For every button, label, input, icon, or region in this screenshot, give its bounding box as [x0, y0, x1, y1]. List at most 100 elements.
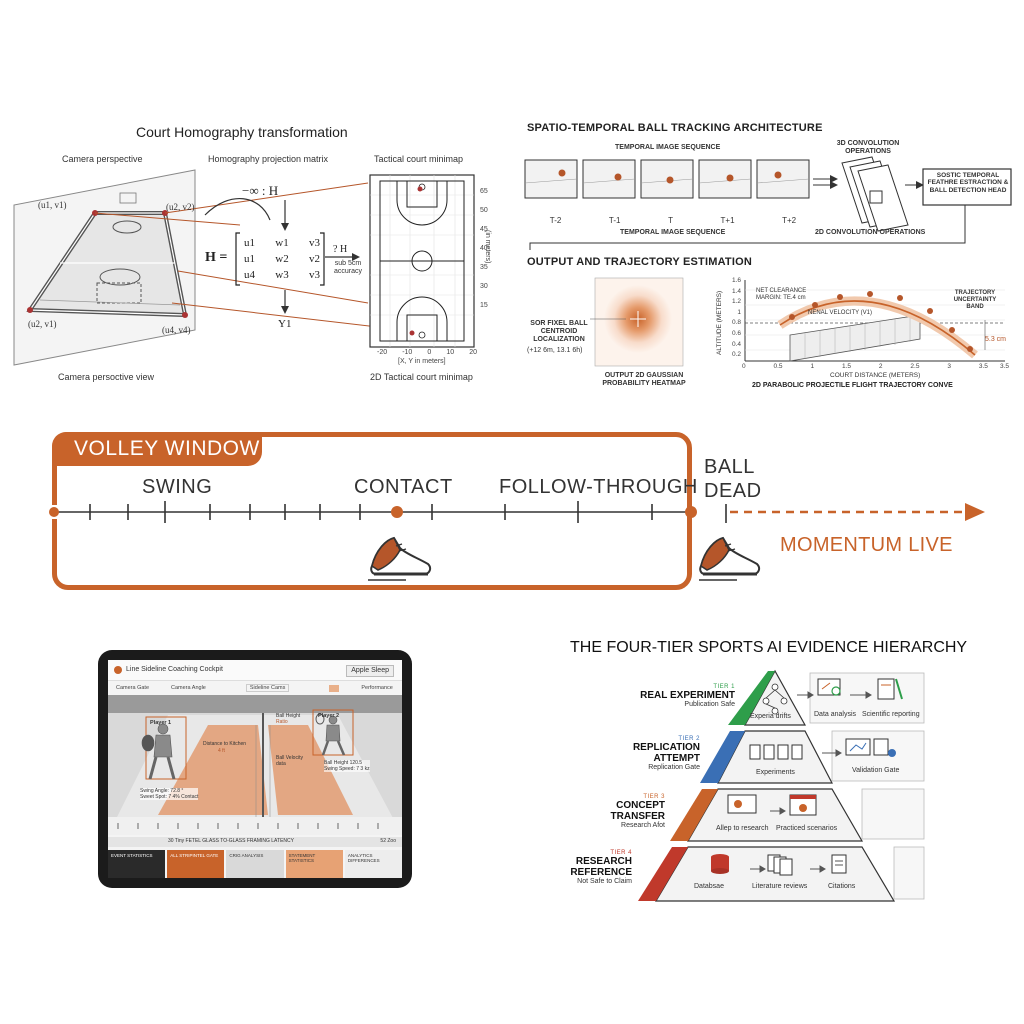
matrix-lhs: H =	[205, 250, 228, 265]
y-label: Y1	[278, 318, 292, 330]
player-2-label: Player 2	[318, 713, 340, 719]
conv-bottom-label: 2D CONVOLUTION OPERATIONS	[815, 229, 926, 236]
player-1-figure	[141, 723, 176, 780]
court-video-view	[108, 695, 402, 835]
shoe-icon	[699, 536, 761, 581]
tracking-diagram	[524, 156, 1012, 250]
zoom-label: 52 Zoo	[380, 838, 396, 844]
tier-1-item: Experia drifts	[750, 713, 791, 720]
conv-top-label: 3D CONVOLUTION OPERATIONS	[836, 140, 900, 156]
network-icon	[762, 683, 788, 715]
tier-1-item: Data analysis	[814, 711, 857, 718]
minimap-y-title: (in meters)	[484, 230, 491, 264]
volley-window-label: VOLLEY WINDOW	[74, 437, 260, 460]
net-clearance-label: NET CLEARANCE MARGIN: TE.4 cm	[756, 288, 807, 301]
tab-camera-angle[interactable]: Camera Angle	[171, 685, 206, 691]
stat-cell[interactable]: EVENT STATISTICS	[108, 850, 166, 878]
homography-diagram	[13, 169, 475, 366]
camera-label: Camera perspective	[62, 154, 143, 164]
uncertainty-label: TRAJECTORY UNCERTAINTY BAND	[953, 290, 997, 310]
phase-swing: SWING	[142, 476, 213, 498]
contact-dot	[391, 506, 403, 518]
scale-label: ? H	[333, 244, 348, 255]
camera-view-caption: Camera persoctive view	[58, 372, 155, 382]
scenario-icon	[789, 794, 817, 816]
app-title: Line Sideline Coaching Cockpit	[126, 666, 223, 673]
corner-point	[182, 312, 188, 318]
subpixel-sub: (+12 6m, 13.1 6h)	[527, 347, 583, 354]
chart-x-title: COURT DISTANCE (METERS)	[830, 372, 921, 379]
p1-stats: Swing Angle: 72.8 °Sweet Spot: 7 4% Cont…	[140, 788, 199, 800]
phase-contact: CONTACT	[354, 476, 453, 498]
tier-1-label: TIER 1 REAL EXPERIMENT Publication Safe	[640, 684, 735, 708]
evidence-pyramid	[638, 669, 925, 902]
window-end-dot	[685, 506, 697, 518]
latency-label: 30 Tiny FETEL GLASS TO-GLASS FRAMING LAT…	[168, 838, 294, 844]
tier-4-item: Databsae	[694, 883, 724, 890]
player-1-label: Player 1	[150, 720, 172, 726]
stat-cell[interactable]: CRIG ANALYSIS	[226, 850, 284, 878]
stat-cell[interactable]: STATEMENT STATISTICS	[285, 850, 343, 878]
validation-icon	[845, 738, 896, 757]
center-stat: Distance to Kitchen	[203, 741, 247, 747]
player-2-figure	[315, 713, 346, 756]
output-title: OUTPUT AND TRAJECTORY ESTIMATION	[527, 256, 752, 268]
shoe-icon	[368, 536, 432, 581]
center-stat-value: 4 ft	[218, 748, 225, 754]
tab-sideline-cams[interactable]: Sideline Cams	[245, 684, 290, 692]
tier-3-block	[686, 788, 864, 842]
citation-icon	[831, 854, 847, 874]
chart-y-title: ALTITUDE (METERS)	[716, 290, 723, 355]
tab-bar: Camera Gate Camera Angle Sideline Cams P…	[108, 681, 402, 695]
documents-icon	[749, 744, 803, 760]
tier-1-item: Scientific reporting	[862, 711, 920, 718]
literature-icon	[767, 854, 793, 876]
tier-3-label: TIER 3 CONCEPT TRANSFER Research Afot	[610, 794, 665, 829]
chart-caption: 2D PARABOLIC PROJECTILE FLIGHT TRAJECTOR…	[752, 382, 953, 389]
corner-br-label: (u4, v4)	[162, 325, 191, 335]
tier-3-item: Allep to research	[716, 825, 769, 832]
hierarchy-title: THE FOUR-TIER SPORTS AI EVIDENCE HIERARC…	[570, 639, 968, 656]
stat-cell[interactable]: ALL STRIPINTEL GATE	[167, 850, 225, 878]
seq-bottom-label: TEMPORAL IMAGE SEQUENCE	[620, 229, 726, 236]
research-icon	[727, 794, 757, 814]
corner-bl-label: (u2, v1)	[28, 319, 57, 329]
tier-4-label: TIER 4 RESEARCH REFERENCE Not Safe to Cl…	[570, 850, 632, 885]
chart-x-tick-right: 3.5	[1000, 363, 1010, 370]
report-icon	[877, 678, 903, 700]
timeline-start-dot	[49, 507, 59, 517]
corner-tr-label: (u2, v2)	[166, 202, 195, 212]
record-toggle[interactable]	[329, 684, 340, 692]
tab-camera-gate[interactable]: Camera Gate	[116, 685, 150, 691]
subpixel-label: SOR FIXEL BALL CENTROID LOCALIZATION	[530, 320, 588, 344]
tab-performance[interactable]: Performance	[361, 685, 393, 691]
stat-cell[interactable]: ANALYTICS DIFFERENCES	[344, 850, 402, 878]
analysis-icon	[817, 678, 841, 696]
stat-cells: EVENT STATISTICS ALL STRIPINTEL GATE CRI…	[108, 850, 402, 878]
conv-stack	[841, 156, 909, 232]
seq-title: TEMPORAL IMAGE SEQUENCE	[615, 144, 721, 151]
homography-title: Court Homography transformation	[136, 124, 348, 140]
frame-strip	[524, 159, 810, 199]
momentum-label: MOMENTUM LIVE	[780, 534, 953, 556]
app-action-button[interactable]: Apple Sleep	[346, 665, 394, 678]
accuracy-label: sub 5cm accuracy	[333, 260, 362, 276]
tier-2-item: Validation Gate	[852, 767, 900, 774]
app-header	[108, 660, 402, 681]
heatmap	[590, 277, 684, 367]
minimap-caption: 2D Tactical court minimap	[370, 372, 473, 382]
minimap-axis-unit: [X, Y in meters]	[398, 358, 446, 365]
tier-2-label: TIER 2 REPLICATION ATTEMPT Replication G…	[632, 736, 700, 771]
timeline-axis	[49, 501, 985, 523]
tracking-title: SPATIO-TEMPORAL BALL TRACKING ARCHITECTU…	[527, 122, 823, 134]
database-icon	[711, 854, 729, 874]
corner-tl-label: (u1, v1)	[38, 200, 67, 210]
